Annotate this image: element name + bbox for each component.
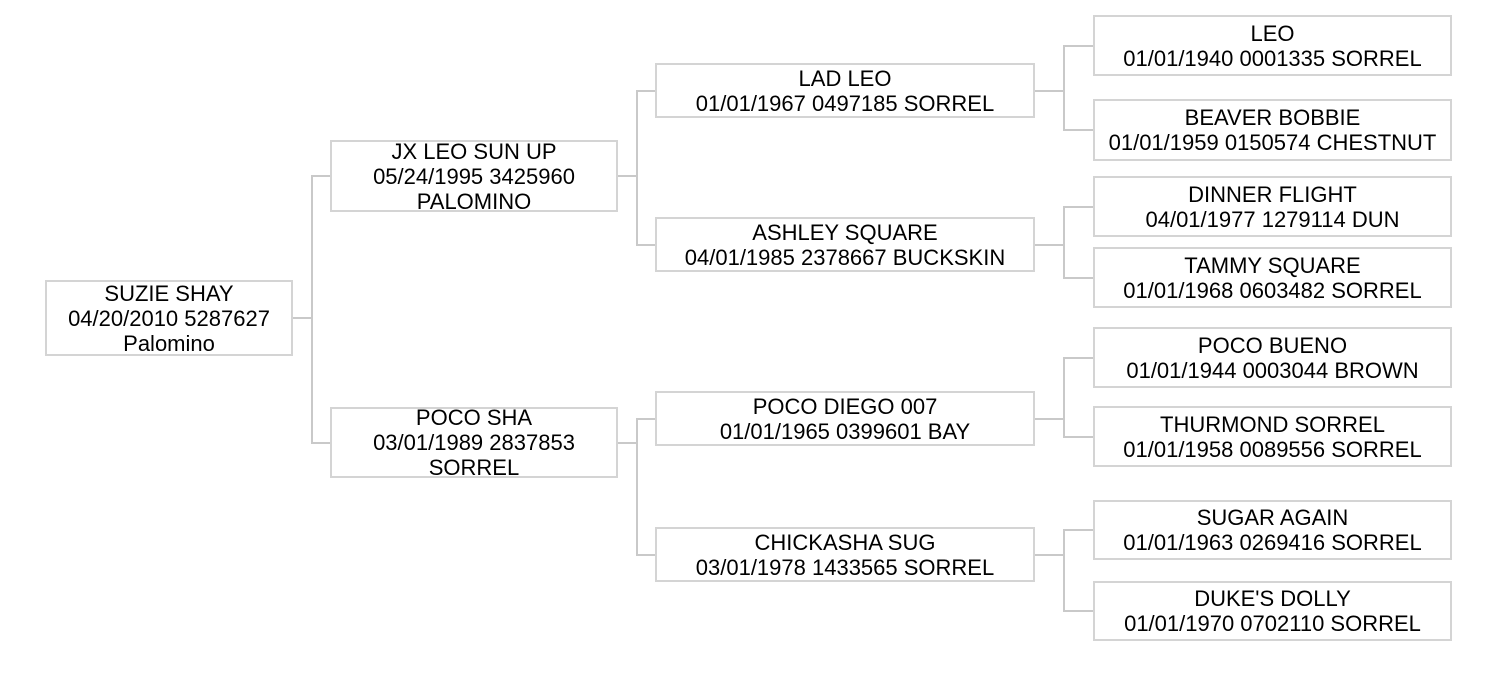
horse-details: 03/01/1989 2837853 — [373, 430, 575, 455]
connector-line — [1064, 45, 1093, 47]
horse-details: PALOMINO — [416, 188, 532, 214]
horse-details: 01/01/1970 0702110 SORREL — [1124, 611, 1421, 636]
connector-line — [636, 418, 638, 556]
connector-line — [1063, 45, 1065, 131]
horse-details: 01/01/1959 0150574 CHESTNUT — [1108, 130, 1437, 155]
horse-details: 04/01/1985 2378667 BUCKSKIN — [684, 244, 1006, 270]
horse-details: 04/01/1977 1279114 DUN — [1145, 206, 1400, 232]
connector-line — [637, 418, 655, 420]
horse-details: 03/01/1978 1433565 SORREL — [695, 554, 995, 580]
horse-name: BEAVER BOBBIE — [1184, 105, 1361, 130]
horse-details: 01/01/1965 0399601 BAY — [719, 418, 971, 444]
connector-line — [1035, 418, 1064, 420]
connector-line — [1063, 529, 1065, 612]
connector-line — [1064, 129, 1093, 131]
horse-details: 01/01/1958 0089556 SORREL — [1123, 436, 1422, 462]
connector-line — [312, 442, 330, 444]
horse-name: DUKE'S DOLLY — [1194, 586, 1351, 611]
horse-name: SUGAR AGAIN — [1196, 505, 1349, 530]
horse-details: 04/20/2010 5287627 — [68, 305, 270, 331]
connector-line — [1064, 436, 1093, 438]
connector-line — [311, 175, 313, 444]
horse-details: 01/01/1963 0269416 SORREL — [1123, 530, 1422, 555]
connector-line — [1064, 357, 1093, 359]
horse-name: LEO — [1250, 20, 1295, 46]
horse-details: 01/01/1967 0497185 SORREL — [695, 90, 995, 116]
horse-details: SORREL — [428, 455, 520, 480]
connector-line — [637, 244, 655, 246]
connector-line — [637, 554, 655, 556]
connector-line — [618, 442, 637, 444]
horse-details: 01/01/1968 0603482 SORREL — [1123, 277, 1422, 303]
horse-details: 01/01/1944 0003044 BROWN — [1126, 357, 1419, 383]
connector-line — [1064, 206, 1093, 208]
connector-line — [1064, 277, 1093, 279]
connector-line — [293, 317, 312, 319]
connector-line — [312, 175, 330, 177]
horse-name: POCO BUENO — [1197, 332, 1348, 358]
horse-details: 01/01/1940 0001335 SORREL — [1123, 45, 1422, 71]
horse-name: THURMOND SORREL — [1160, 411, 1385, 437]
connector-line — [636, 90, 638, 246]
connector-line — [637, 90, 655, 92]
horse-name: JX LEO SUN UP — [391, 138, 557, 164]
horse-name: LAD LEO — [798, 65, 892, 91]
horse-name: SUZIE SHAY — [104, 280, 234, 306]
connector-line — [1063, 357, 1065, 438]
connector-line — [618, 175, 637, 177]
horse-details: 05/24/1995 3425960 — [373, 163, 575, 189]
horse-name: DINNER FLIGHT — [1188, 181, 1357, 207]
connector-line — [1035, 90, 1064, 92]
horse-details: Palomino — [123, 330, 215, 356]
horse-name: POCO DIEGO 007 — [752, 393, 938, 419]
connector-line — [1035, 244, 1064, 246]
horse-name: TAMMY SQUARE — [1184, 252, 1361, 278]
horse-name: ASHLEY SQUARE — [752, 219, 938, 245]
connector-line — [1063, 206, 1065, 279]
connector-line — [1064, 529, 1093, 531]
horse-name: CHICKASHA SUG — [754, 529, 936, 555]
connector-line — [1064, 610, 1093, 612]
horse-name: POCO SHA — [415, 405, 533, 430]
connector-line — [1035, 554, 1064, 556]
